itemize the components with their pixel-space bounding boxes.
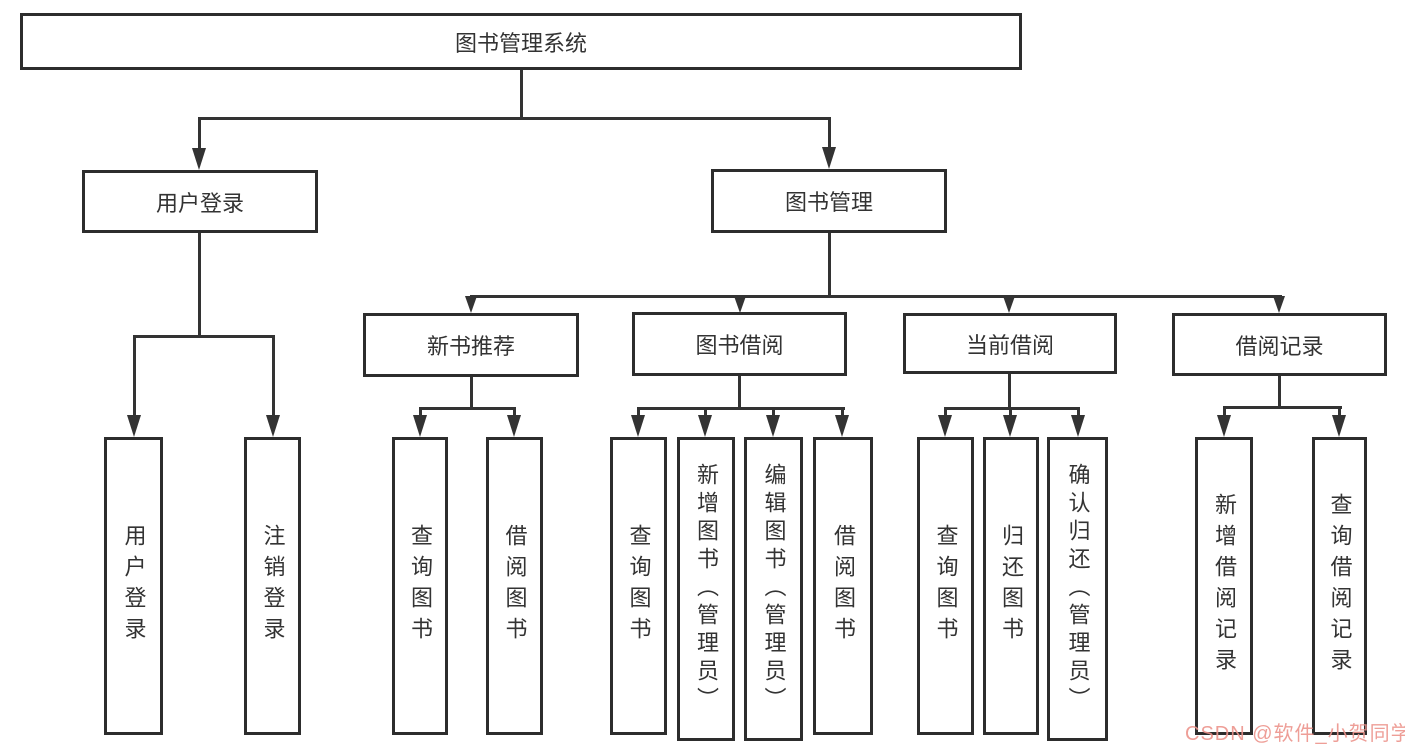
connector-line: [828, 233, 831, 295]
node-current-borrow: 当前借阅: [903, 313, 1117, 374]
arrow-down-icon: [1332, 415, 1346, 437]
leaf-return-books: 归还图书: [983, 437, 1039, 735]
arrow-down-icon: [1003, 296, 1015, 313]
arrow-down-icon: [266, 415, 280, 437]
leaf-query-books-borrow-label: 查询图书: [626, 524, 652, 648]
connector-line: [1008, 374, 1011, 407]
connector-line: [133, 335, 136, 417]
arrow-down-icon: [413, 415, 427, 437]
leaf-user-login: 用户登录: [104, 437, 163, 735]
arrow-down-icon: [1003, 415, 1017, 437]
node-book-borrow-label: 图书借阅: [695, 333, 784, 358]
node-book-borrow: 图书借阅: [632, 312, 847, 376]
leaf-query-books-current-label: 查询图书: [933, 524, 959, 648]
connector-line: [637, 407, 640, 417]
arrow-down-icon: [938, 415, 952, 437]
leaf-logout-login: 注销登录: [244, 437, 301, 735]
leaf-query-books-borrow: 查询图书: [610, 437, 667, 735]
node-user-login-label: 用户登录: [155, 190, 244, 216]
leaf-query-borrow-record: 查询借阅记录: [1312, 437, 1367, 735]
connector-line: [1223, 406, 1342, 409]
arrow-down-icon: [698, 415, 712, 437]
leaf-logout-login-label: 注销登录: [260, 524, 286, 648]
leaf-query-books-recommend: 查询图书: [392, 437, 448, 735]
arrow-down-icon: [822, 147, 836, 169]
node-root: 图书管理系统: [20, 13, 1022, 70]
arrow-down-icon: [507, 415, 521, 437]
node-borrow-records: 借阅记录: [1172, 313, 1387, 376]
node-new-book-recommend: 新书推荐: [363, 313, 579, 377]
leaf-borrow-books-borrow-label: 借阅图书: [831, 524, 856, 648]
leaf-query-books-recommend-label: 查询图书: [408, 524, 433, 648]
leaf-edit-books-admin-label: 编辑图书（管理员）: [761, 463, 787, 715]
connector-line: [198, 117, 831, 120]
connector-line: [470, 377, 473, 407]
arrow-down-icon: [465, 296, 477, 313]
node-borrow-records-label: 借阅记录: [1235, 333, 1324, 359]
arrow-down-icon: [734, 296, 746, 313]
connector-line: [198, 117, 201, 150]
connector-line: [841, 407, 844, 417]
connector-line: [1223, 406, 1226, 417]
leaf-borrow-books-recommend: 借阅图书: [486, 437, 543, 735]
node-current-borrow-label: 当前借阅: [965, 332, 1054, 358]
arrow-down-icon: [631, 415, 645, 437]
leaf-borrow-books-recommend-label: 借阅图书: [502, 524, 528, 648]
arrow-down-icon: [1071, 415, 1085, 437]
watermark: CSDN @软件_小贺同学: [1185, 723, 1405, 745]
leaf-confirm-return-admin: 确认归还（管理员）: [1047, 437, 1108, 741]
connector-line: [133, 335, 275, 338]
leaf-query-borrow-record-label: 查询借阅记录: [1327, 493, 1353, 679]
arrow-down-icon: [766, 415, 780, 437]
connector-line: [1278, 376, 1281, 406]
leaf-add-books-admin: 新增图书（管理员）: [677, 437, 735, 741]
connector-line: [828, 117, 831, 150]
connector-line: [419, 407, 516, 410]
arrow-down-icon: [192, 148, 206, 170]
leaf-user-login-label: 用户登录: [121, 524, 147, 648]
leaf-query-books-current: 查询图书: [917, 437, 974, 735]
leaf-add-books-admin-label: 新增图书（管理员）: [694, 463, 719, 715]
arrow-down-icon: [1217, 415, 1231, 437]
arrow-down-icon: [127, 415, 141, 437]
connector-line: [1077, 407, 1080, 417]
connector-line: [738, 376, 741, 407]
leaf-edit-books-admin: 编辑图书（管理员）: [744, 437, 803, 741]
connector-line: [520, 70, 523, 117]
arrow-down-icon: [1273, 296, 1285, 313]
connector-line: [272, 335, 275, 417]
node-book-management-label: 图书管理: [784, 190, 873, 215]
connector-line: [772, 407, 775, 417]
node-new-book-recommend-label: 新书推荐: [426, 334, 515, 359]
leaf-return-books-label: 归还图书: [999, 524, 1024, 648]
connector-line: [419, 407, 422, 417]
node-book-management: 图书管理: [711, 169, 947, 233]
leaf-confirm-return-admin-label: 确认归还（管理员）: [1065, 463, 1091, 715]
leaf-borrow-books-borrow: 借阅图书: [813, 437, 873, 735]
connector-line: [1338, 406, 1341, 417]
connector-line: [704, 407, 707, 417]
leaf-add-borrow-record-label: 新增借阅记录: [1212, 493, 1237, 679]
connector-line: [1009, 407, 1012, 417]
connector-line: [944, 407, 947, 417]
connector-line: [513, 407, 516, 417]
node-root-label: 图书管理系统: [454, 30, 587, 56]
node-user-login: 用户登录: [82, 170, 318, 233]
connector-line: [470, 295, 1282, 298]
connector-line: [944, 407, 1080, 410]
leaf-add-borrow-record: 新增借阅记录: [1195, 437, 1253, 735]
arrow-down-icon: [835, 415, 849, 437]
connector-line: [198, 233, 201, 335]
connector-line: [637, 407, 845, 410]
